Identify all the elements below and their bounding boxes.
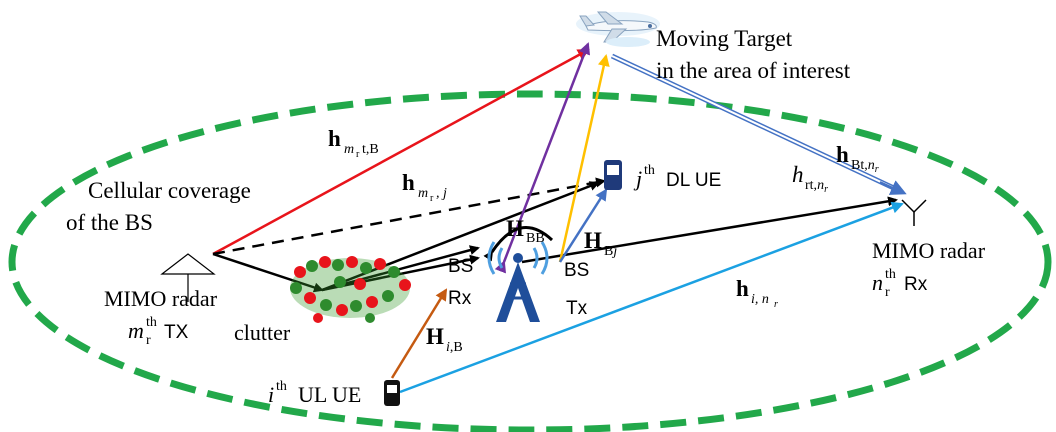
target-label-line2: in the area of interest bbox=[656, 58, 851, 83]
svg-text:n: n bbox=[872, 270, 883, 295]
svg-text:Bj: Bj bbox=[604, 244, 617, 259]
ul-ue-label: i th UL UE bbox=[268, 379, 361, 407]
radar-tx-label: MIMO radar bbox=[104, 286, 218, 311]
link-h-Bt-nr-head bbox=[879, 180, 907, 195]
svg-text:i, n: i, n bbox=[751, 292, 769, 307]
svg-text:j: j bbox=[633, 166, 642, 191]
svg-text:th: th bbox=[885, 267, 896, 282]
bs-rx-label-1: BS bbox=[448, 256, 473, 277]
svg-text:H: H bbox=[584, 228, 602, 253]
svg-text:t,B: t,B bbox=[362, 142, 379, 157]
link-yellow bbox=[558, 54, 610, 263]
svg-text:h: h bbox=[792, 162, 804, 187]
symbol-H-BB: H BB bbox=[506, 216, 545, 246]
radar-tx-suffix: TX bbox=[164, 322, 189, 343]
coverage-label-line1: Cellular coverage bbox=[88, 178, 251, 203]
svg-text:r: r bbox=[146, 333, 151, 348]
base-station-tower-icon bbox=[487, 241, 549, 322]
svg-text:r: r bbox=[356, 149, 360, 160]
link-purple bbox=[494, 42, 591, 274]
symbol-h-i-nr: h i, n r bbox=[736, 276, 778, 310]
svg-text:Bt,nr: Bt,nr bbox=[851, 158, 879, 175]
airplane-icon bbox=[576, 11, 660, 47]
link-h-Bj bbox=[558, 188, 608, 263]
symbol-h-Bt-nr: h Bt,nr bbox=[836, 142, 879, 175]
symbol-h-rt-nr: h rt,nr bbox=[792, 162, 828, 195]
svg-text:H: H bbox=[426, 324, 444, 349]
bs-tx-label-2: Tx bbox=[566, 298, 588, 319]
symbol-h-mr-j: h m r , j bbox=[402, 170, 447, 204]
dl-ue-suffix: DL UE bbox=[666, 170, 721, 191]
radar-rx-antenna-icon bbox=[901, 199, 927, 226]
dl-ue-phone-icon bbox=[604, 160, 622, 190]
svg-text:m: m bbox=[418, 186, 428, 201]
target-label-line1: Moving Target bbox=[656, 26, 793, 51]
svg-text:r: r bbox=[885, 285, 890, 300]
symbol-H-i-B: H i,B bbox=[426, 324, 463, 355]
ul-ue-suffix: UL UE bbox=[298, 382, 361, 407]
dl-ue-label: j th DL UE bbox=[633, 163, 721, 191]
link-h-Bt-nr-b bbox=[611, 55, 899, 191]
svg-text:BB: BB bbox=[526, 231, 545, 246]
svg-text:r: r bbox=[430, 193, 434, 204]
svg-text:i: i bbox=[268, 382, 274, 407]
link-bs-radar-rx bbox=[521, 196, 898, 264]
radar-rx-label: MIMO radar bbox=[872, 238, 986, 263]
link-h-i-nr bbox=[399, 201, 904, 394]
radar-tx-index-label: m r th TX bbox=[128, 315, 189, 348]
symbol-h-mr-t-B: h m r t,B bbox=[328, 126, 379, 160]
link-H-i-B bbox=[390, 288, 448, 379]
link-h-mr-t-B bbox=[212, 48, 590, 256]
svg-text:m: m bbox=[344, 142, 354, 157]
svg-text:H: H bbox=[506, 216, 524, 241]
symbol-H-Bj: H Bj bbox=[584, 228, 617, 259]
svg-text:m: m bbox=[128, 318, 144, 343]
link-clutter-bs-a bbox=[321, 245, 480, 292]
bs-rx-label-2: Rx bbox=[448, 288, 472, 309]
coverage-label-line2: of the BS bbox=[66, 210, 153, 235]
radar-rx-suffix: Rx bbox=[904, 274, 928, 295]
clutter-trees-icon bbox=[290, 256, 411, 323]
bs-tx-label-1: BS bbox=[564, 260, 589, 281]
svg-text:, j: , j bbox=[436, 186, 447, 201]
svg-text:th: th bbox=[276, 379, 287, 394]
svg-text:th: th bbox=[644, 163, 655, 178]
radar-rx-index-label: n r th Rx bbox=[872, 267, 928, 300]
svg-text:h: h bbox=[736, 276, 749, 301]
link-H-BB bbox=[483, 226, 554, 262]
svg-text:th: th bbox=[146, 315, 157, 330]
svg-text:h: h bbox=[836, 142, 849, 167]
clutter-label: clutter bbox=[234, 320, 291, 345]
svg-text:i,B: i,B bbox=[446, 340, 463, 355]
link-radar-clutter bbox=[212, 252, 324, 293]
link-clutter-bs-b bbox=[321, 254, 480, 292]
svg-text:h: h bbox=[328, 126, 341, 151]
radar-tx-antenna-icon bbox=[160, 253, 216, 302]
svg-text:h: h bbox=[402, 170, 415, 195]
svg-text:r: r bbox=[774, 299, 778, 310]
ul-ue-phone-icon bbox=[384, 380, 400, 406]
svg-text:rt,nr: rt,nr bbox=[805, 178, 828, 195]
